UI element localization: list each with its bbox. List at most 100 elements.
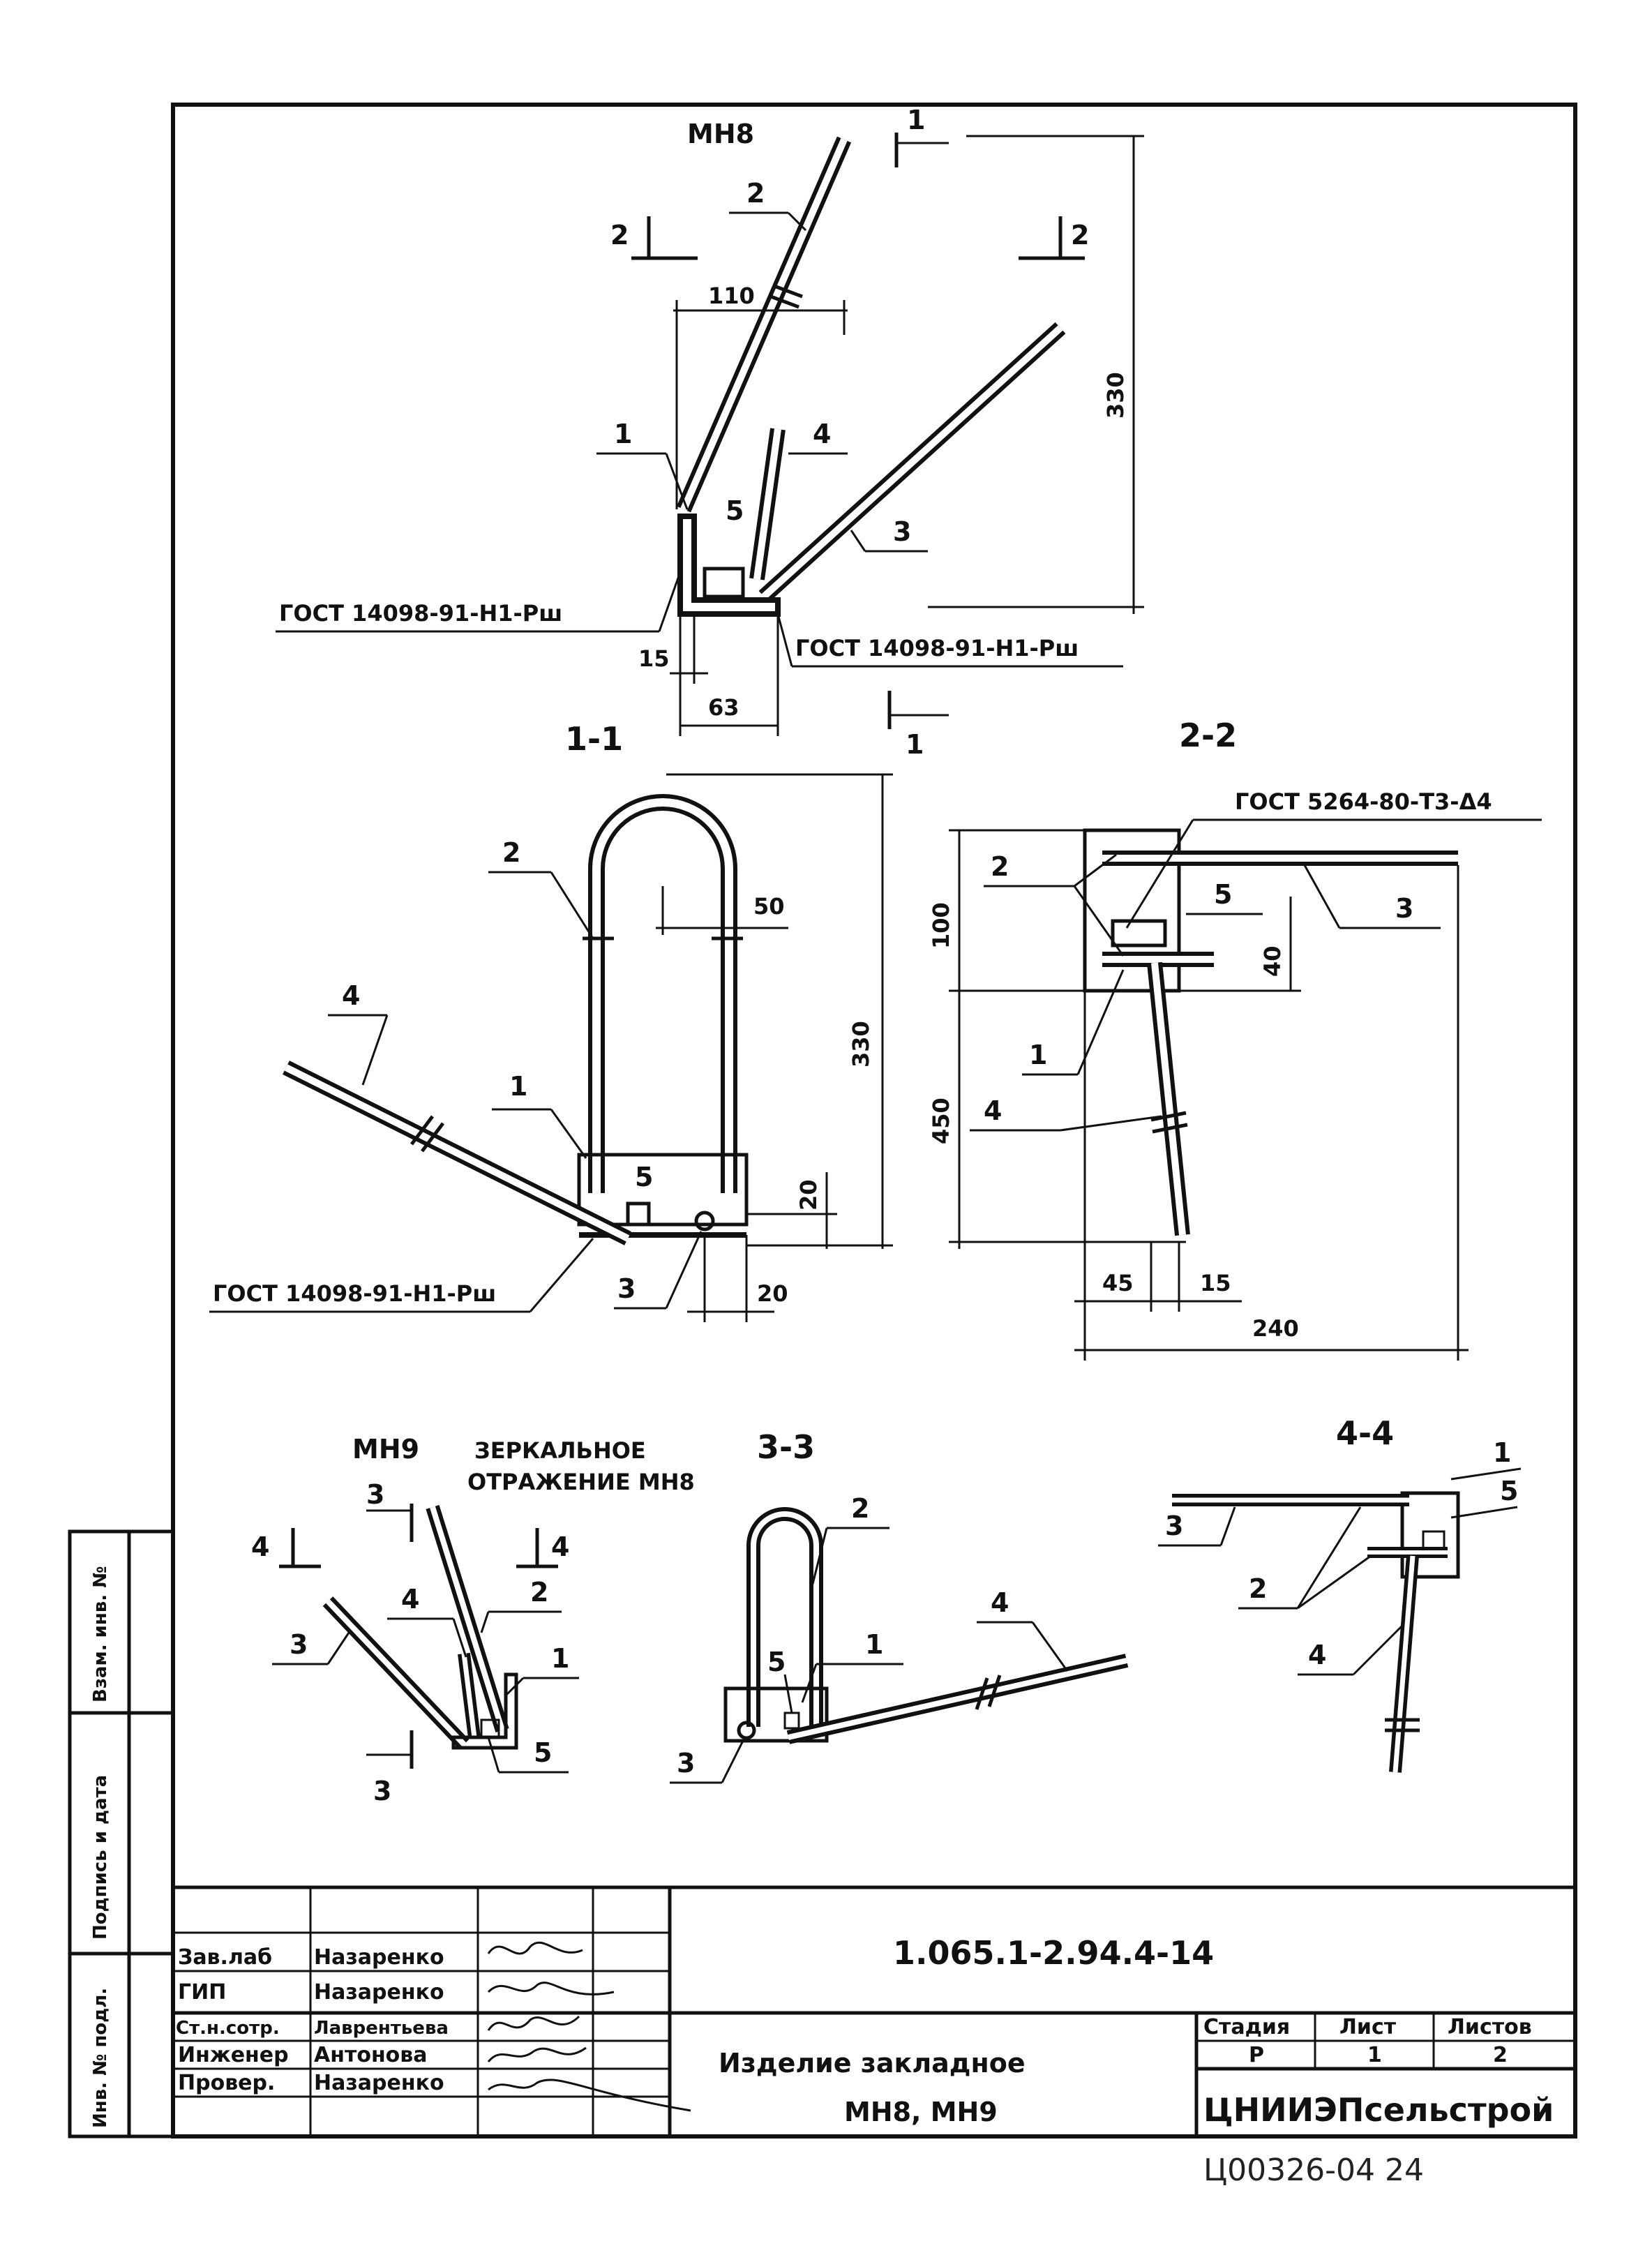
- plate-1-section-4-4: [1400, 1491, 1460, 1579]
- section-mark-1-bottom: 1: [906, 729, 924, 760]
- sheet-frame: [171, 103, 1577, 2139]
- label-2-2-part-4: 4: [984, 1095, 1002, 1126]
- title-stage-header: Стадия: [1203, 2015, 1290, 2039]
- plate-5: [703, 567, 745, 599]
- dim-63: 63: [708, 694, 739, 721]
- dim-330-section: 330: [848, 1021, 874, 1068]
- mn9-plate-5: [480, 1718, 500, 1739]
- role-inzhener: Инженер: [178, 2043, 289, 2067]
- title-sheets-header: Листов: [1448, 2015, 1532, 2039]
- label-4-4-part-2: 2: [1249, 1573, 1267, 1604]
- dim-330-main: 330: [1102, 372, 1129, 419]
- label-2-2-part-2: 2: [991, 851, 1009, 882]
- section-3-3-title: 3-3: [757, 1428, 815, 1466]
- label-3-3-part-4: 4: [991, 1587, 1009, 1618]
- label-part-5: 5: [726, 495, 744, 526]
- label-mn9-part-1: 1: [551, 1643, 569, 1674]
- plate-1-section: [577, 1153, 749, 1227]
- label-4-4-part-1: 1: [1493, 1437, 1511, 1468]
- title-organization: ЦНИИЭПсельстрой: [1203, 2091, 1554, 2129]
- bar-3-section-3-3: [737, 1721, 756, 1740]
- side-stamp-podpis-data: Подпись и дата: [90, 1775, 111, 1940]
- section-mark-3-top: 3: [366, 1479, 384, 1510]
- name-inzhener: Антонова: [314, 2043, 428, 2067]
- section-mark-2-left: 2: [610, 220, 629, 250]
- title-sheet-value: 1: [1367, 2043, 1382, 2067]
- section-2-2-title: 2-2: [1179, 717, 1237, 754]
- view-mn9: МН9 ЗЕРКАЛЬНОЕ ОТРАЖЕНИЕ МН8 3 3 4 4 3 4: [251, 1434, 695, 1806]
- title-block: 1.065.1-2.94.4-14 Изделие закладное МН8,…: [173, 1885, 1575, 2136]
- plate-5-section: [626, 1201, 651, 1227]
- name-st-n-sotr: Лаврентьева: [314, 2018, 449, 2039]
- label-1-1-part-5: 5: [635, 1162, 653, 1192]
- plate-5-section-2-2: [1111, 919, 1167, 948]
- label-mn9-part-5: 5: [534, 1737, 552, 1768]
- role-st-n-sotr: Ст.н.сотр.: [176, 2018, 280, 2039]
- section-mark-4-left: 4: [251, 1531, 269, 1562]
- view-main-mn8: МН8 1 1 2 2 1 2 3: [276, 105, 1144, 760]
- weld-callout-main-right: ГОСТ 14098-91-Н1-Рш: [795, 635, 1079, 661]
- dim-20-horizontal: 20: [757, 1280, 788, 1307]
- label-3-3-part-5: 5: [767, 1647, 786, 1677]
- signature-gip: [487, 1982, 615, 1995]
- label-4-4-part-3: 3: [1165, 1511, 1183, 1541]
- dim-100: 100: [928, 902, 954, 949]
- name-prover: Назаренко: [314, 2071, 444, 2095]
- label-4-4-part-5: 5: [1500, 1476, 1518, 1506]
- dim-15-main: 15: [638, 645, 670, 672]
- name-gip: Назаренко: [314, 1980, 444, 2005]
- role-prover: Провер.: [178, 2071, 275, 2095]
- side-stamp: Взам. инв. № Подпись и дата Инв. № подл.: [68, 1529, 175, 2139]
- name-zav-lab: Назаренко: [314, 1945, 444, 1970]
- dim-240: 240: [1252, 1315, 1299, 1342]
- label-mn9-part-2: 2: [530, 1577, 548, 1608]
- bar-3-section: [694, 1211, 715, 1231]
- side-stamp-inv-podl: Инв. № подл.: [90, 1988, 111, 2128]
- plate-1-section-3-3: [723, 1686, 829, 1743]
- label-4-4-part-4: 4: [1308, 1640, 1326, 1670]
- signature-zav-lab: [487, 1941, 583, 1955]
- view-mn9-title: МН9: [352, 1434, 419, 1465]
- label-1-1-part-4: 4: [342, 980, 360, 1011]
- section-mark-1-top: 1: [907, 105, 925, 135]
- label-part-4: 4: [813, 419, 831, 449]
- title-designation: 1.065.1-2.94.4-14: [893, 1934, 1214, 1972]
- bar-2-u-3-3: [746, 1507, 823, 1727]
- plate-5-section-3-3: [783, 1712, 800, 1730]
- weld-callout-main-left: ГОСТ 14098-91-Н1-Рш: [279, 600, 562, 627]
- section-mark-2-right: 2: [1071, 220, 1089, 250]
- view-main-title: МН8: [687, 119, 754, 149]
- weld-callout-2-2: ГОСТ 5264-80-Т3-Δ4: [1235, 788, 1492, 815]
- label-2-2-part-1: 1: [1029, 1040, 1047, 1070]
- role-zav-lab: Зав.лаб: [178, 1945, 272, 1970]
- section-mark-3-bottom: 3: [373, 1776, 391, 1806]
- side-stamp-vzam-inv: Взам. инв. №: [90, 1566, 111, 1703]
- label-2-2-part-3: 3: [1395, 893, 1413, 924]
- title-sheets-value: 2: [1493, 2043, 1508, 2067]
- signature-inzhener: [487, 2046, 587, 2062]
- mn9-angle-plate: [451, 1672, 518, 1750]
- dim-20-vertical: 20: [795, 1179, 822, 1211]
- title-stage-value: Р: [1249, 2043, 1264, 2067]
- view-section-1-1: 1-1 2 1 4 5 3 50: [209, 720, 893, 1322]
- title-sheet-header: Лист: [1339, 2015, 1397, 2039]
- weld-callout-1-1: ГОСТ 14098-91-Н1-Рш: [213, 1280, 496, 1307]
- label-3-3-part-3: 3: [677, 1748, 695, 1778]
- section-mark-4-right: 4: [551, 1531, 569, 1562]
- view-mn9-note-line1: ЗЕРКАЛЬНОЕ: [474, 1437, 646, 1464]
- plate-1-section-2-2: [1083, 828, 1181, 993]
- label-part-2: 2: [746, 178, 765, 209]
- title-name-line2: МН8, МН9: [844, 2097, 998, 2127]
- view-section-2-2: 2-2 ГОСТ 5264-80-Т3-Δ4 2 5 3 1 4: [928, 717, 1542, 1361]
- dim-40: 40: [1259, 945, 1286, 977]
- label-mn9-part-3: 3: [290, 1629, 308, 1660]
- plate-5-section-4-4: [1422, 1530, 1446, 1550]
- dim-45: 45: [1102, 1270, 1134, 1296]
- label-1-1-part-1: 1: [509, 1071, 527, 1102]
- view-section-4-4: 4-4 1 5 3 2 4: [1158, 1414, 1522, 1773]
- dim-110: 110: [708, 283, 755, 309]
- label-1-1-part-2: 2: [502, 837, 520, 868]
- title-name-line1: Изделие закладное: [719, 2048, 1026, 2079]
- label-part-1: 1: [614, 419, 632, 449]
